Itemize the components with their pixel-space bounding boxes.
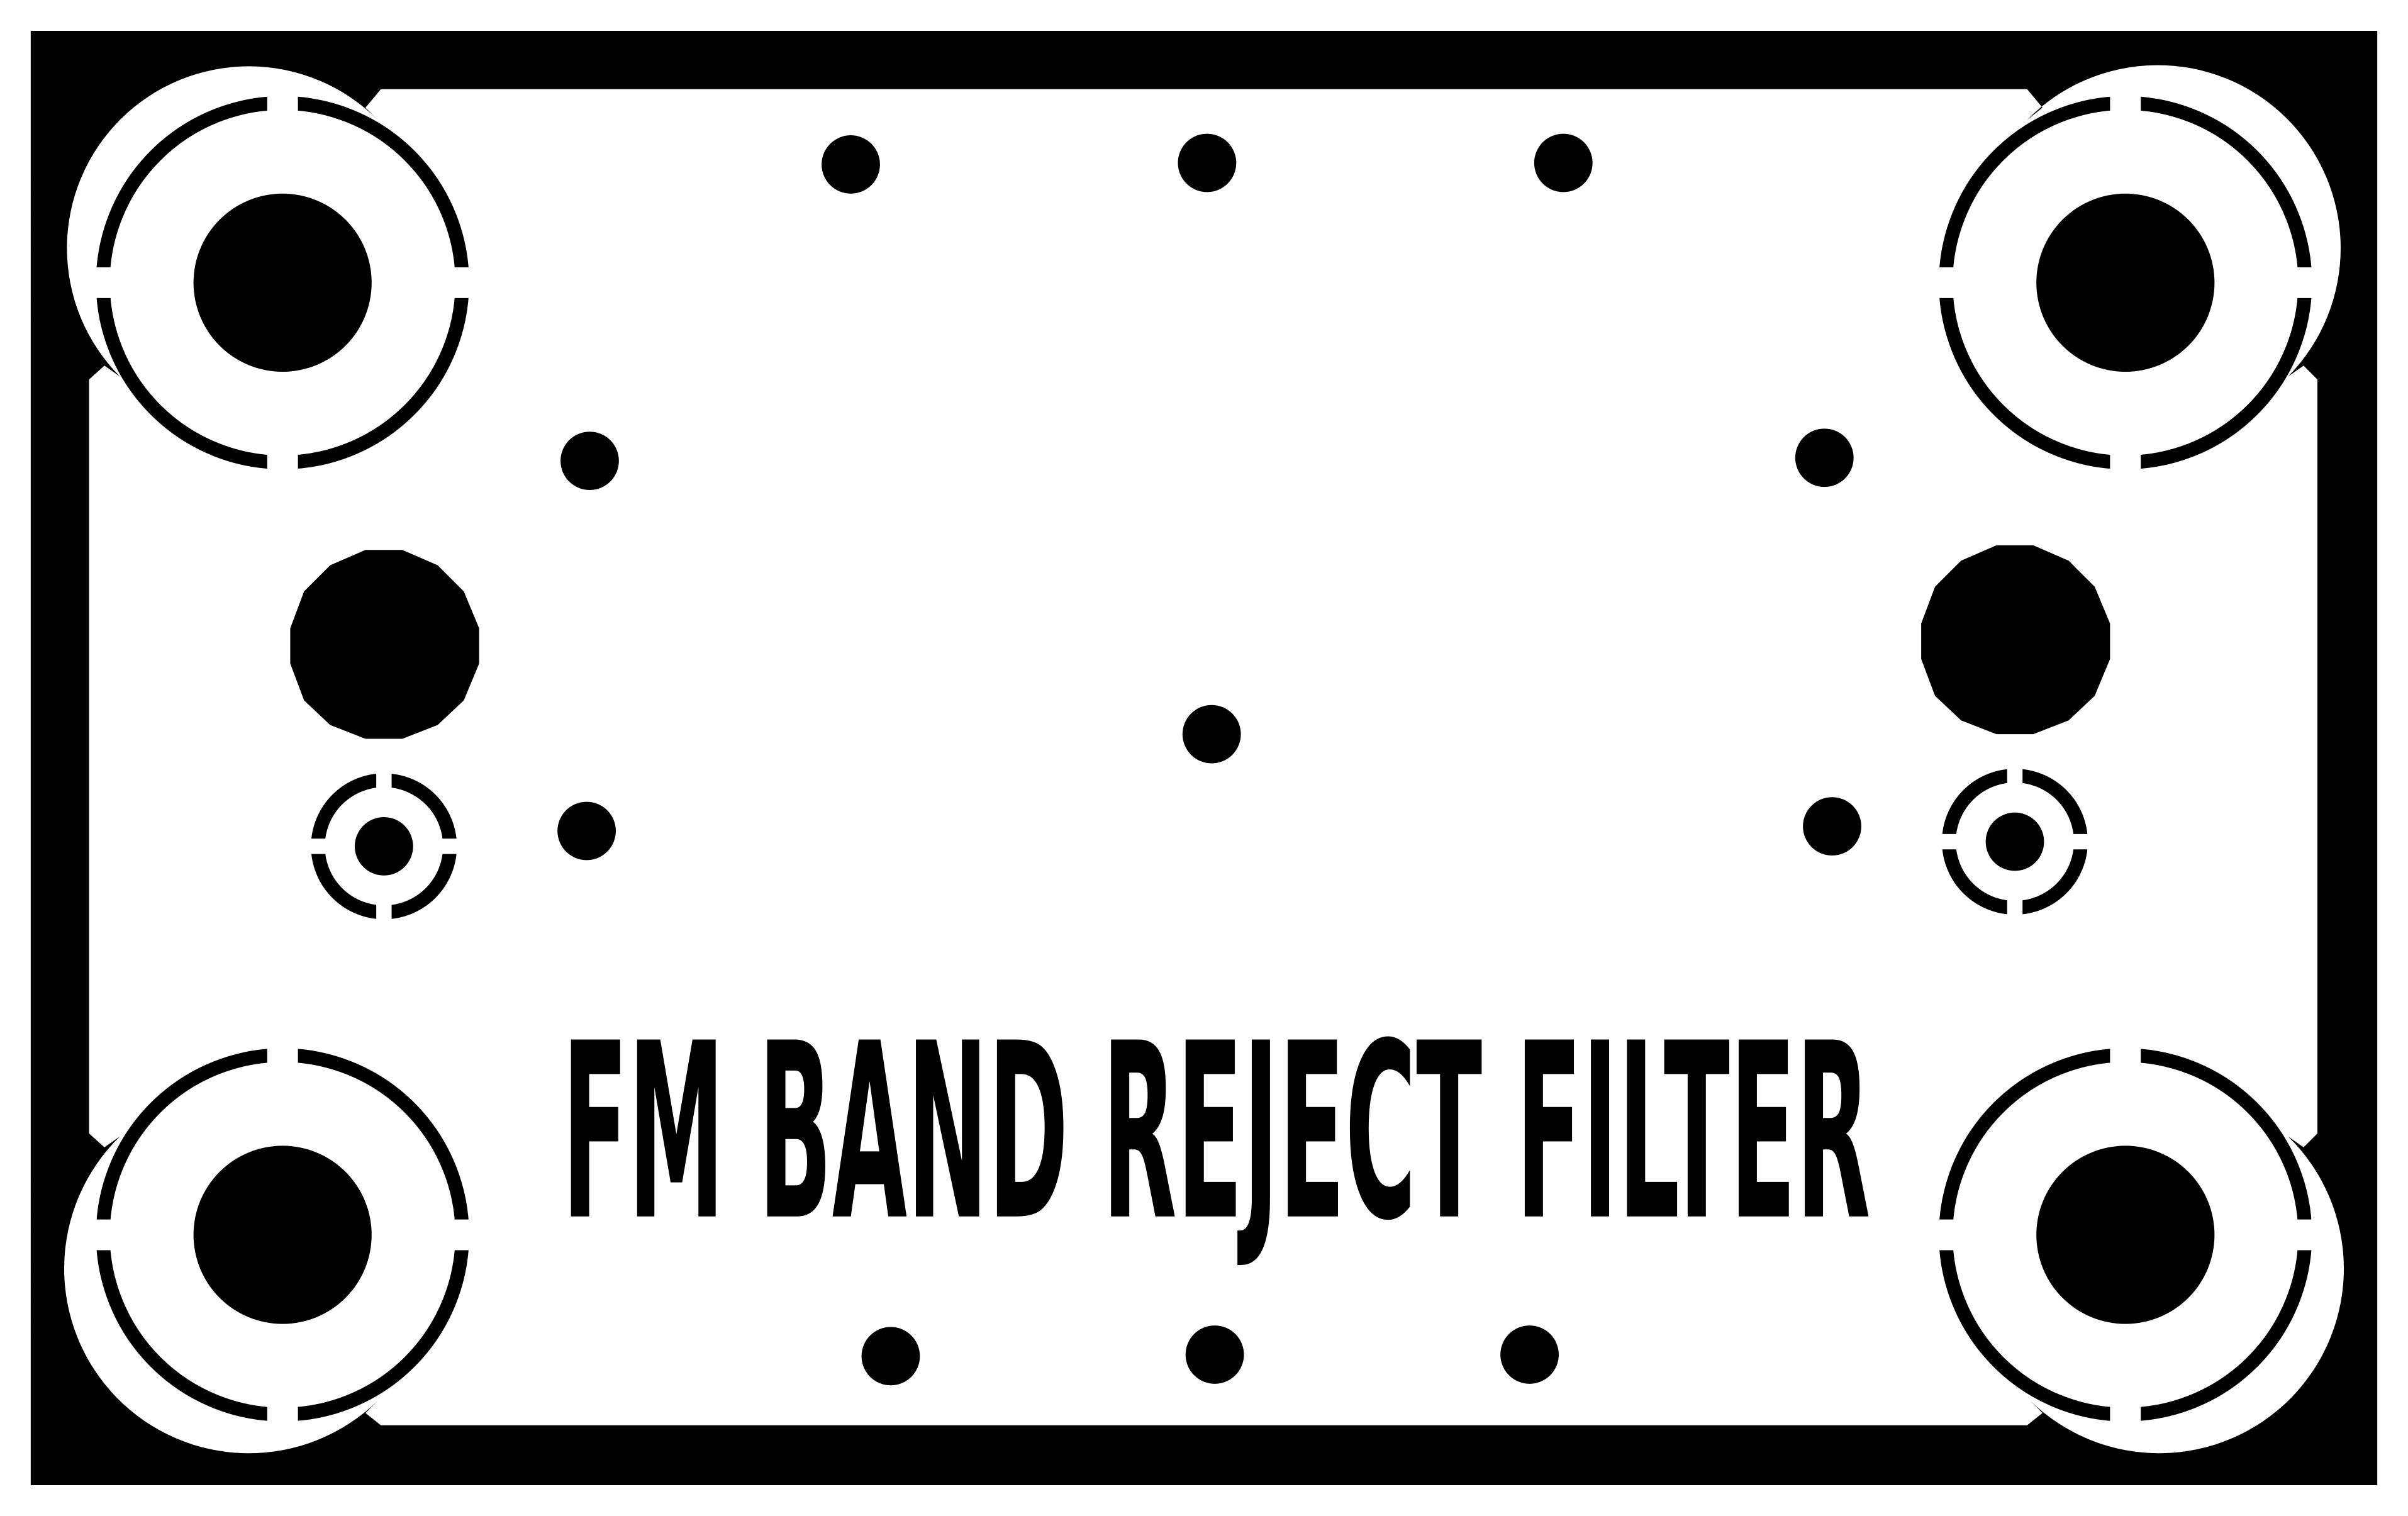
drill-hole [1803, 797, 1861, 856]
polygon-pad-right [1921, 545, 2110, 735]
drill-hole [1795, 428, 1854, 488]
drill-hole [557, 801, 616, 861]
drill-hole [560, 432, 619, 490]
drill-hole [1182, 705, 1241, 764]
drill-hole [1534, 133, 1593, 192]
drill-hole [861, 1327, 920, 1386]
drill-hole [1500, 1325, 1559, 1384]
polygon-pad-left [290, 550, 479, 739]
drill-hole [822, 135, 880, 194]
drill-hole [1185, 1325, 1244, 1384]
drill-hole [1178, 133, 1237, 192]
board-title: FM BAND REJECT FILTER [562, 991, 1871, 1274]
